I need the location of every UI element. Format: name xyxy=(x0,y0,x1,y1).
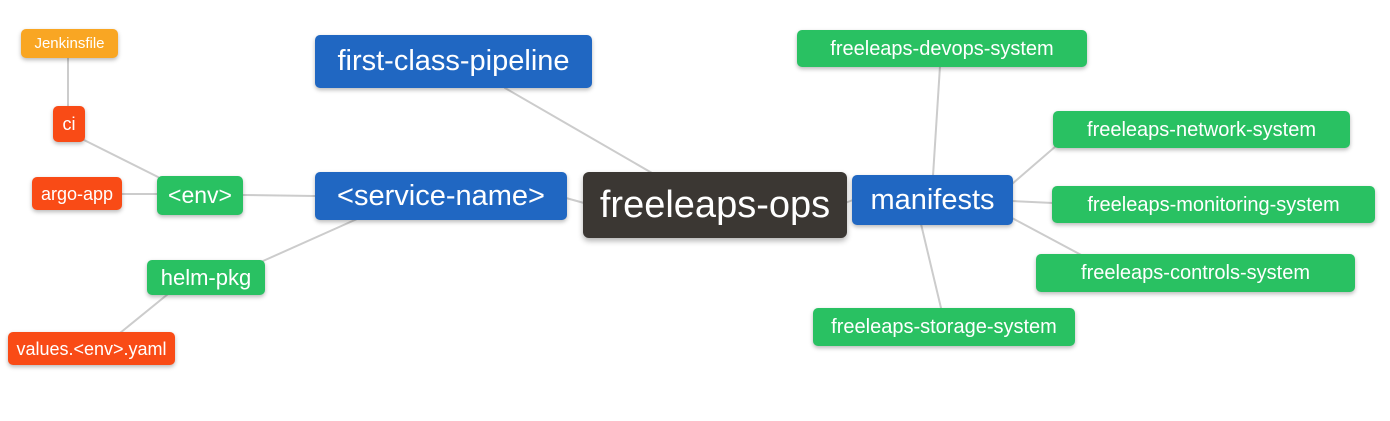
mindmap-node-env[interactable]: <env> xyxy=(157,176,243,215)
edge-helm-pkg--service-name xyxy=(262,218,358,262)
edge-service-name--freeleaps-ops xyxy=(565,197,585,204)
mindmap-node-jenkinsfile[interactable]: Jenkinsfile xyxy=(21,29,118,58)
mindmap-node-service-name[interactable]: <service-name> xyxy=(315,172,567,220)
mindmap-node-freeleaps-monitoring-system[interactable]: freeleaps-monitoring-system xyxy=(1052,186,1375,223)
mindmap-node-manifests[interactable]: manifests xyxy=(852,175,1013,225)
edge-ci--env xyxy=(83,139,159,178)
mindmap-node-ci[interactable]: ci xyxy=(53,106,85,142)
mindmap-node-helm-pkg[interactable]: helm-pkg xyxy=(147,260,265,295)
mindmap-node-freeleaps-ops[interactable]: freeleaps-ops xyxy=(583,172,847,238)
mindmap-node-freeleaps-storage-system[interactable]: freeleaps-storage-system xyxy=(813,308,1075,346)
edge-manifests--freeleaps-storage-system xyxy=(920,223,942,309)
mindmap-node-freeleaps-devops-system[interactable]: freeleaps-devops-system xyxy=(797,30,1087,67)
mindmap-node-freeleaps-network-system[interactable]: freeleaps-network-system xyxy=(1053,111,1350,148)
edge-values-env-yaml--helm-pkg xyxy=(119,293,169,334)
edge-manifests--freeleaps-network-system xyxy=(1011,145,1057,185)
edge-manifests--freeleaps-devops-system xyxy=(932,65,941,177)
mindmap-node-values-env-yaml[interactable]: values.<env>.yaml xyxy=(8,332,175,365)
edge-manifests--freeleaps-controls-system xyxy=(1011,217,1086,258)
mindmap-node-freeleaps-controls-system[interactable]: freeleaps-controls-system xyxy=(1036,254,1355,292)
mindmap-node-first-class-pipeline[interactable]: first-class-pipeline xyxy=(315,35,592,88)
mindmap-node-argo-app[interactable]: argo-app xyxy=(32,177,122,210)
edge-env--service-name xyxy=(242,194,316,197)
edge-first-class-pipeline--freeleaps-ops xyxy=(504,87,653,174)
edge-manifests--freeleaps-monitoring-system xyxy=(1011,200,1054,204)
